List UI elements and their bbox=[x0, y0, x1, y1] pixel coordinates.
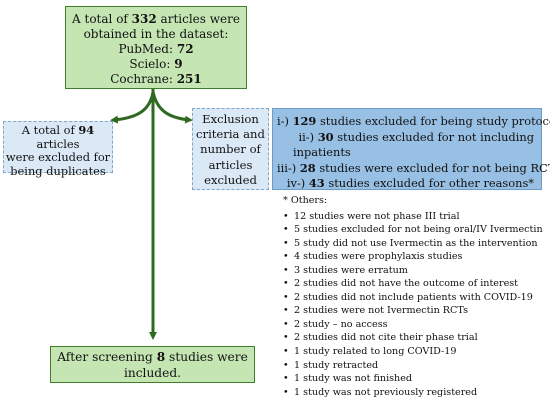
exclusion-branch-arrow bbox=[151, 91, 193, 124]
exclusion-reasons-box: i-) 129 studies excluded for being study… bbox=[272, 108, 550, 190]
list-item: 5 study did not use Ivermectin as the in… bbox=[283, 237, 543, 251]
duplicates-branch-arrow bbox=[110, 91, 155, 124]
exclusion-criteria-box: Exclusion criteria and number of article… bbox=[192, 108, 269, 190]
list-item: 2 studies did not have the outcome of in… bbox=[283, 277, 543, 291]
studies-included-line2: included. bbox=[123, 365, 181, 380]
list-item: 2 studies did not cite their phase trial bbox=[283, 331, 543, 345]
exclusion-line: excluded bbox=[204, 172, 257, 187]
reason-not-inpatients: ii-) 30 studies excluded for not includi… bbox=[298, 129, 534, 144]
list-item: 2 studies did not include patients with … bbox=[283, 291, 543, 305]
list-item: 2 studies were not Ivermectin RCTs bbox=[283, 304, 543, 318]
reason-not-rct: iii-) 28 studies were excluded for not b… bbox=[277, 160, 550, 175]
reason-other: iv-) 43 studies excluded for other reaso… bbox=[286, 176, 534, 190]
duplicates-line3: being duplicates bbox=[10, 163, 106, 178]
studies-included-line1: After screening 8 studies were bbox=[57, 350, 248, 364]
list-item: 12 studies were not phase III trial bbox=[283, 210, 543, 224]
list-item: 3 studies were erratum bbox=[283, 264, 543, 278]
other-reasons-items: 12 studies were not phase III trial 5 st… bbox=[283, 210, 543, 400]
articles-obtained-line2: obtained in the dataset: bbox=[83, 27, 229, 41]
scielo-count: Scielo: 9 bbox=[129, 57, 183, 71]
duplicates-line2: were excluded for bbox=[5, 150, 111, 164]
articles-obtained-line1: A total of 332 articles were bbox=[72, 12, 240, 26]
list-item: 4 studies were prophylaxis studies bbox=[283, 250, 543, 264]
list-item: 2 study – no access bbox=[283, 318, 543, 332]
list-item: 1 study related to long COVID-19 bbox=[283, 345, 543, 359]
duplicates-box: A total of 94 articles were excluded for… bbox=[3, 121, 113, 177]
studies-included-box: After screening 8 studies were included. bbox=[50, 346, 255, 383]
reason-study-protocol: i-) 129 studies excluded for being study… bbox=[277, 114, 550, 128]
duplicates-line1: A total of 94 articles bbox=[21, 123, 95, 151]
exclusion-line: criteria and bbox=[196, 127, 265, 142]
cochrane-count: Cochrane: 251 bbox=[110, 72, 202, 86]
list-item: 1 study retracted bbox=[283, 359, 543, 373]
list-item: 1 study was not finished bbox=[283, 372, 543, 386]
reason-not-inpatients-cont: inpatients bbox=[293, 145, 351, 159]
exclusion-line: articles bbox=[208, 157, 253, 172]
other-reasons-heading: * Others: bbox=[283, 195, 328, 206]
exclusion-line: Exclusion bbox=[202, 112, 259, 126]
pubmed-count: PubMed: 72 bbox=[118, 42, 194, 56]
list-item: 1 study was not previously registered bbox=[283, 386, 543, 400]
articles-obtained-box: A total of 332 articles were obtained in… bbox=[65, 6, 247, 89]
other-reasons-list: * Others: 12 studies were not phase III … bbox=[283, 194, 543, 399]
list-item: 5 studies excluded for not being oral/IV… bbox=[283, 223, 543, 237]
exclusion-line: number of bbox=[200, 142, 261, 157]
